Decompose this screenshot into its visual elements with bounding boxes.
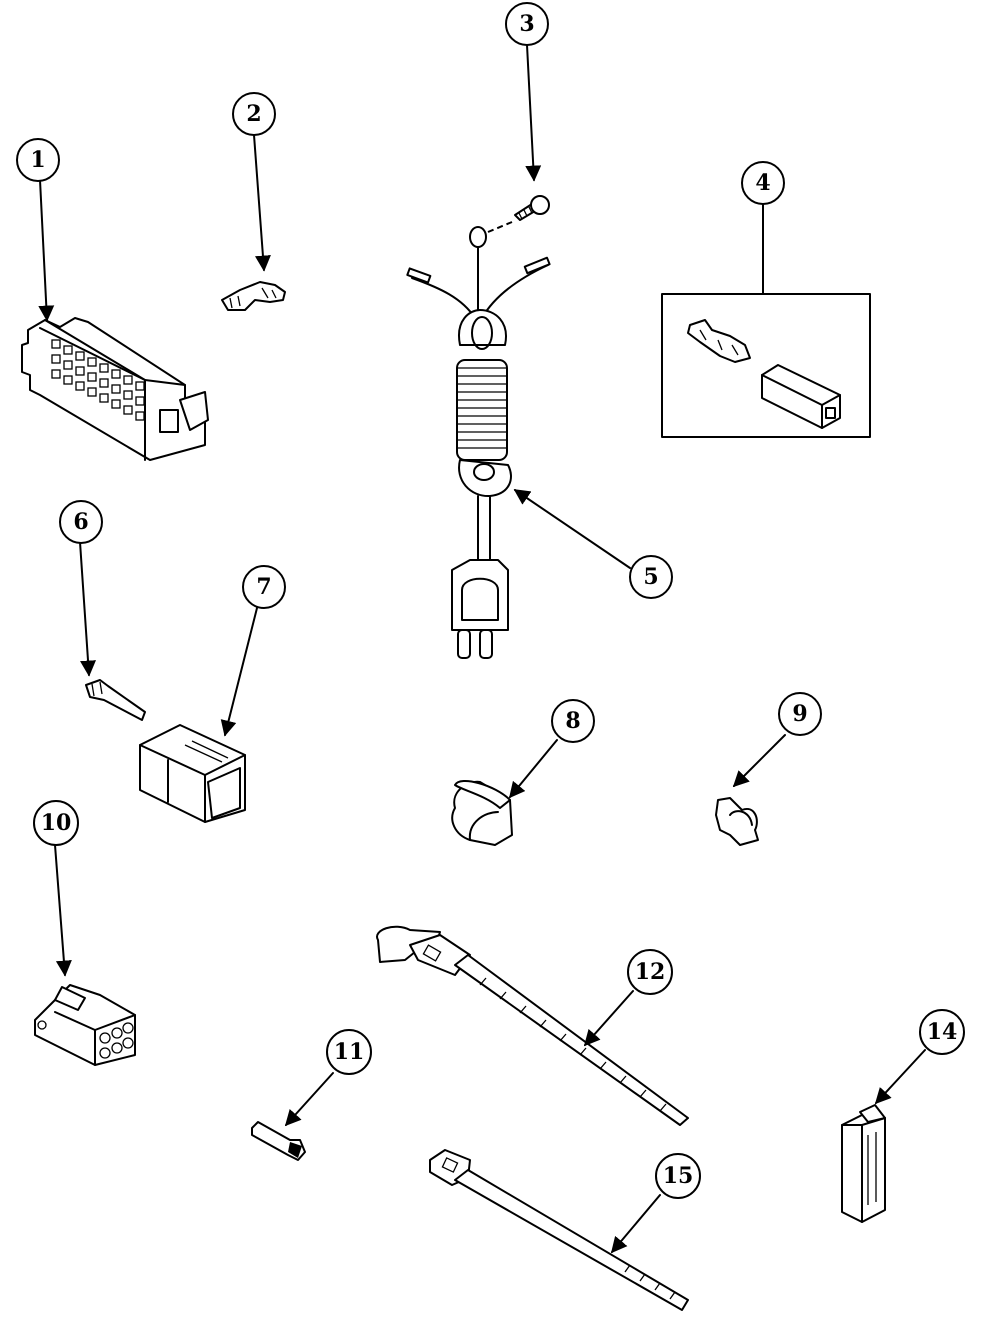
callout-label: 2 <box>246 101 261 127</box>
leader-7 <box>220 607 258 737</box>
part-13-cable-tie <box>429 1149 689 1311</box>
callout-2: 2 <box>232 92 276 136</box>
leader-9 <box>732 734 786 788</box>
callout-label: 15 <box>663 1163 694 1189</box>
callout-9: 9 <box>778 692 822 736</box>
callout-4: 4 <box>741 161 785 205</box>
callout-label: 10 <box>41 810 72 836</box>
leader-8 <box>508 739 558 799</box>
callout-6: 6 <box>59 500 103 544</box>
callout-label: 6 <box>73 509 88 535</box>
leader-3 <box>525 44 542 182</box>
part-10-connector-housing <box>34 984 136 1066</box>
part-2-terminal <box>221 281 286 311</box>
callout-11: 11 <box>326 1029 372 1075</box>
leader-lines <box>38 44 926 1254</box>
leader-2 <box>253 134 271 272</box>
part-11-terminal <box>251 1121 306 1161</box>
part-1-connector-housing <box>21 317 209 461</box>
callout-label: 12 <box>635 959 666 985</box>
callout-label: 8 <box>565 708 580 734</box>
leader-6 <box>79 541 97 677</box>
callout-8: 8 <box>551 699 595 743</box>
leader-10 <box>54 844 72 977</box>
part-6-terminal <box>85 679 146 721</box>
callout-7: 7 <box>242 565 286 609</box>
callout-14: 14 <box>919 1009 965 1055</box>
callout-13: 15 <box>655 1153 701 1199</box>
callout-label: 11 <box>334 1039 365 1065</box>
leader-13 <box>610 1194 661 1254</box>
part-5-power-cord <box>406 226 551 659</box>
leader-1 <box>38 179 55 322</box>
part-14-connector-housing <box>841 1104 886 1223</box>
callout-1: 1 <box>16 138 60 182</box>
callout-5: 5 <box>629 555 673 599</box>
callout-label: 1 <box>30 147 45 173</box>
callout-3: 3 <box>505 2 549 46</box>
leader-11 <box>284 1072 334 1127</box>
callout-10: 10 <box>33 800 79 846</box>
callout-label: 7 <box>256 574 271 600</box>
leader-5 <box>513 489 631 569</box>
callout-label: 5 <box>643 564 658 590</box>
leader-12 <box>583 990 634 1047</box>
callout-label: 9 <box>792 701 807 727</box>
callout-label: 14 <box>927 1019 958 1045</box>
part-3-screw <box>487 195 550 233</box>
callout-label: 3 <box>519 11 534 37</box>
part-8-wire-clip <box>451 780 513 846</box>
callout-12: 12 <box>627 949 673 995</box>
part-9-wire-clip <box>715 797 759 846</box>
leader-14 <box>874 1049 926 1105</box>
part-4-terminal-kit <box>661 293 871 438</box>
callout-label: 4 <box>755 170 770 196</box>
part-12-push-mount-tie <box>376 925 689 1126</box>
part-7-connector-housing <box>139 724 246 823</box>
